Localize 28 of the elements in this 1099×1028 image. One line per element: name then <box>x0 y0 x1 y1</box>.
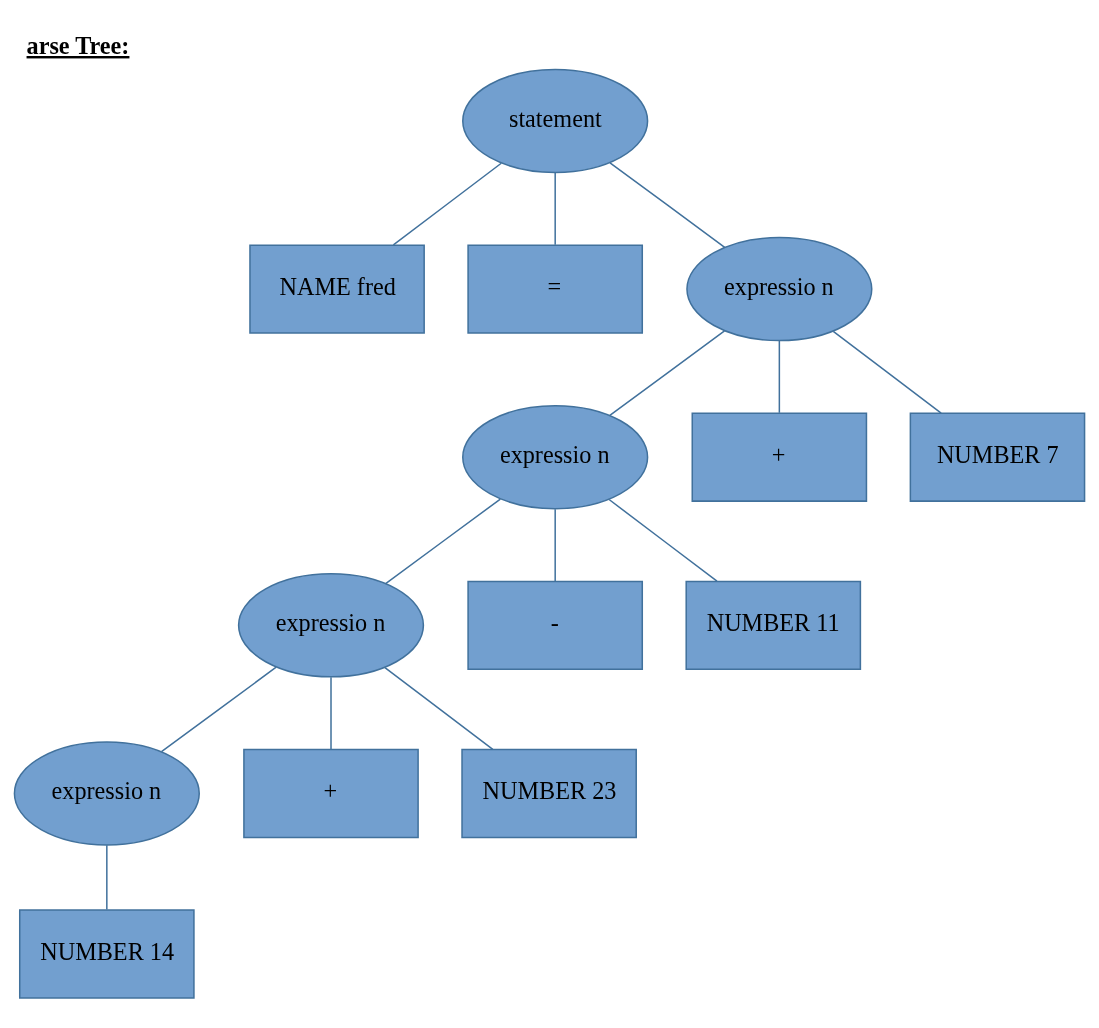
connector <box>778 340 781 414</box>
connector <box>609 330 726 417</box>
connector <box>330 676 332 750</box>
node-box: - <box>467 580 644 670</box>
connector <box>608 498 718 582</box>
connector <box>609 162 726 249</box>
node-ellipse: expressio n <box>237 573 425 678</box>
connector <box>384 666 494 751</box>
node-box: NAME fred <box>249 244 425 334</box>
connector <box>160 666 277 753</box>
node-box: = <box>467 244 644 334</box>
connector <box>384 498 502 585</box>
node-ellipse: expressio n <box>13 741 200 846</box>
connector <box>554 172 556 246</box>
connector <box>392 162 502 246</box>
node-box: NUMBER 23 <box>461 748 637 839</box>
connector <box>832 330 942 414</box>
node-ellipse: statement <box>462 68 649 174</box>
node-box: + <box>243 748 419 839</box>
node-ellipse: expressio n <box>462 404 649 510</box>
node-box: NUMBER 7 <box>909 412 1086 502</box>
node-ellipse: expressio n <box>686 236 873 342</box>
node-box: NUMBER 11 <box>685 580 862 670</box>
connector <box>554 508 556 582</box>
connector <box>106 844 108 911</box>
diagram-title: arse Tree: <box>26 31 130 59</box>
node-box: NUMBER 14 <box>19 909 195 999</box>
node-box: + <box>691 412 868 502</box>
